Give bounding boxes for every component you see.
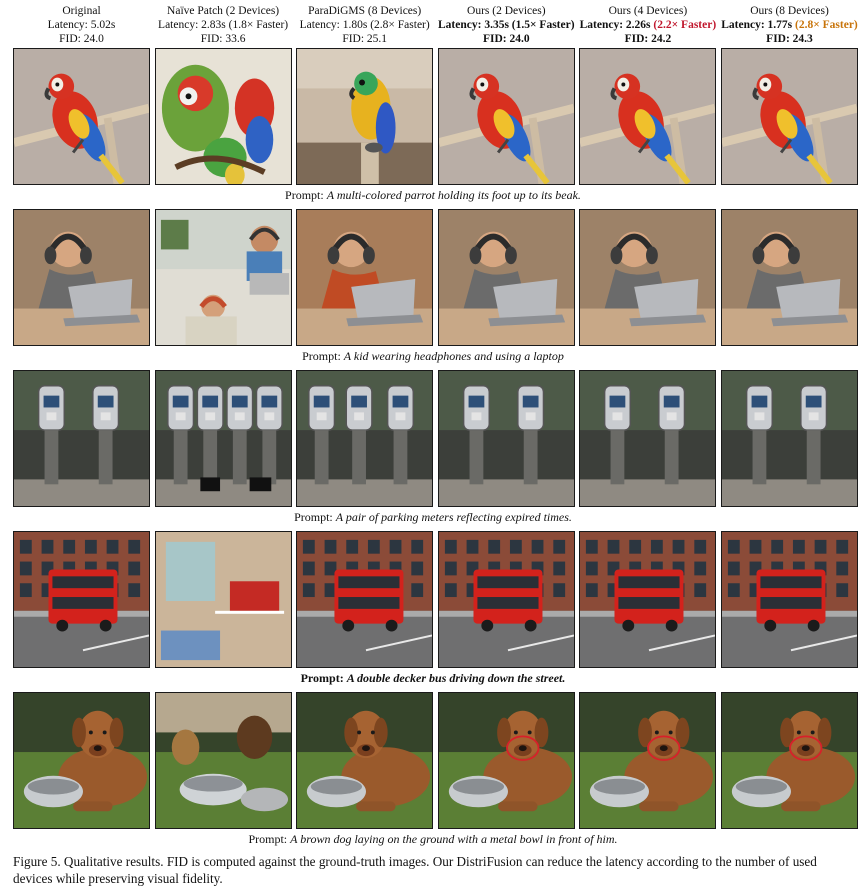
prompt-label: Prompt:	[300, 671, 344, 685]
prompt-label: Prompt:	[294, 510, 333, 524]
column-title: ParaDiGMS (8 Devices)	[308, 5, 422, 17]
prompt-bus: Prompt: A double decker bus driving down…	[0, 671, 866, 685]
kid-image-2	[296, 209, 434, 346]
parrot-image-3	[437, 48, 575, 185]
prompt-parrot: Prompt: A multi-colored parrot holding i…	[0, 188, 866, 202]
parrot-image-4	[579, 48, 717, 185]
column-fid: FID: 24.2	[624, 33, 672, 45]
parrot-image-5	[721, 48, 858, 185]
parrot-image-2	[296, 48, 434, 185]
prompt-label: Prompt:	[285, 188, 324, 202]
column-title: Ours (2 Devices)	[467, 5, 546, 17]
prompt-label: Prompt:	[248, 832, 288, 846]
column-title: Ours (8 Devices)	[750, 5, 829, 17]
bus-image-3	[437, 531, 575, 668]
column-latency: Latency: 5.02s	[11, 18, 152, 32]
prompt-text: A brown dog laying on the ground with a …	[290, 832, 618, 846]
column-fid: FID: 24.3	[766, 33, 813, 45]
parrot-image-0	[13, 48, 150, 185]
figure-caption: Figure 5. Qualitative results. FID is co…	[13, 853, 859, 887]
kid-image-4	[579, 209, 717, 346]
column-latency: Latency: 1.80s (2.8× Faster)	[294, 18, 435, 32]
bus-image-1	[154, 531, 292, 668]
column-fid: FID: 33.6	[200, 33, 246, 45]
column-header-4: Ours (4 Devices)Latency: 2.26s (2.2× Fas…	[577, 4, 718, 46]
column-latency: Latency: 2.26s (2.2× Faster)	[577, 18, 718, 32]
kid-image-3	[437, 209, 575, 346]
kid-image-0	[13, 209, 150, 346]
column-title: Naïve Patch (2 Devices)	[167, 5, 280, 17]
bus-image-2	[296, 531, 434, 668]
latency-value: Latency: 1.77s	[721, 19, 793, 31]
column-title: Ours (4 Devices)	[608, 5, 688, 17]
bus-image-5	[721, 531, 858, 668]
meters-image-5	[721, 370, 858, 507]
prompt-dog: Prompt: A brown dog laying on the ground…	[0, 832, 866, 846]
column-fid: FID: 24.0	[59, 33, 104, 45]
column-latency: Latency: 1.77s (2.8× Faster)	[719, 18, 860, 32]
meters-image-2	[296, 370, 434, 507]
bus-image-4	[579, 531, 717, 668]
kid-image-1	[154, 209, 292, 346]
speedup-value: (2.2× Faster)	[653, 19, 717, 31]
meters-image-3	[437, 370, 575, 507]
latency-value: Latency: 1.80s (2.8× Faster)	[299, 19, 430, 31]
dog-image-1	[154, 692, 292, 829]
column-title: Original	[62, 5, 101, 17]
dog-image-2	[296, 692, 434, 829]
meters-image-1	[154, 370, 292, 507]
column-header-3: Ours (2 Devices) Latency: 3.35s (1.5× Fas…	[436, 4, 577, 46]
prompt-text: A kid wearing headphones and using a lap…	[343, 349, 564, 363]
column-header-5: Ours (8 Devices)Latency: 1.77s (2.8× Fas…	[719, 4, 860, 46]
dog-image-4	[579, 692, 717, 829]
column-header-1: Naïve Patch (2 Devices) Latency: 2.83s (1…	[153, 4, 294, 46]
speedup-value: (2.8× Faster)	[795, 19, 858, 31]
bus-image-0	[13, 531, 150, 668]
dog-image-3	[437, 692, 575, 829]
latency-value: Latency: 5.02s	[47, 19, 116, 31]
kid-image-5	[721, 209, 858, 346]
prompt-meters: Prompt: A pair of parking meters reflect…	[0, 510, 866, 524]
latency-value: Latency: 3.35s (1.5× Faster)	[438, 19, 575, 31]
parrot-image-1	[154, 48, 292, 185]
prompt-kid: Prompt: A kid wearing headphones and usi…	[0, 349, 866, 363]
latency-value: Latency: 2.26s	[579, 19, 651, 31]
column-fid: FID: 25.1	[342, 33, 388, 45]
column-latency: Latency: 2.83s (1.8× Faster)	[153, 18, 294, 32]
column-header-2: ParaDiGMS (8 Devices) Latency: 1.80s (2.8…	[294, 4, 435, 46]
caption-text: Figure 5. Qualitative results. FID is co…	[13, 854, 817, 886]
column-fid: FID: 24.0	[482, 33, 530, 45]
prompt-text: A multi-colored parrot holding its foot …	[326, 188, 581, 202]
prompt-text: A double decker bus driving down the str…	[346, 671, 566, 685]
dog-image-5	[721, 692, 858, 829]
dog-image-0	[13, 692, 150, 829]
column-latency: Latency: 3.35s (1.5× Faster)	[436, 18, 577, 32]
meters-image-0	[13, 370, 150, 507]
meters-image-4	[579, 370, 717, 507]
prompt-text: A pair of parking meters reflecting expi…	[335, 510, 572, 524]
prompt-label: Prompt:	[302, 349, 341, 363]
latency-value: Latency: 2.83s (1.8× Faster)	[158, 19, 289, 31]
